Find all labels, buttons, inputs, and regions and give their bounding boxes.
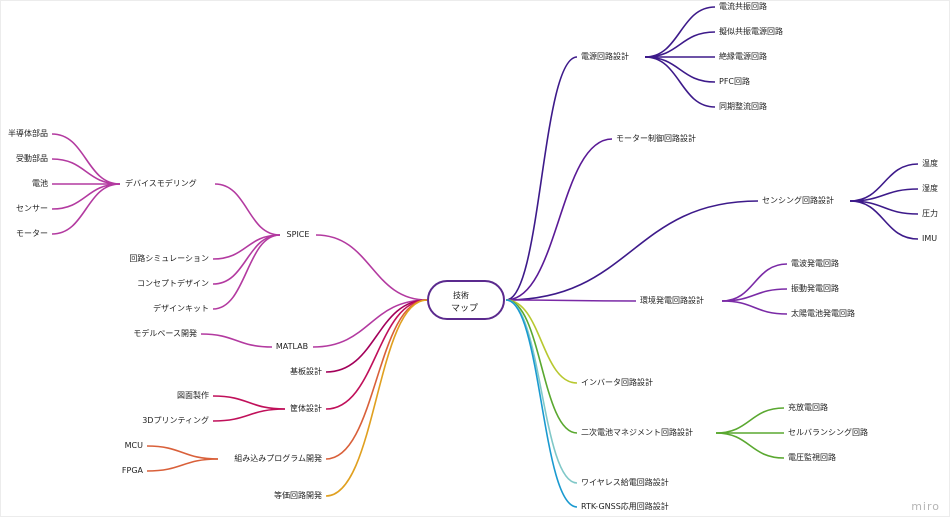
connector-device-leaf-0 [51,133,121,185]
node-circuit-simulation[interactable]: 回路シミュレーション [129,254,209,263]
connector-root-right-0 [505,56,578,301]
leaf-charge-discharge[interactable]: 充放電回路 [788,403,828,412]
connector-spice-device [214,183,281,236]
connector-embedded-child-0 [146,445,219,460]
connector-root-left-0 [315,234,428,301]
connector-spice-child-0 [212,234,281,260]
node-enclosure-design[interactable]: 筐体設計 [290,404,322,413]
node-fpga[interactable]: FPGA [121,466,143,475]
leaf-battery[interactable]: 電池 [32,179,48,188]
connector-power-leaf-3 [644,56,716,83]
root-label-line1: 技術 [453,291,469,300]
connector-root-right-3 [505,299,637,302]
connector-spice-child-2 [212,234,281,310]
connector-embedded-child-1 [146,458,219,472]
node-motor-control[interactable]: モーター制御回路設計 [616,134,696,143]
connector-root-right-4 [505,299,578,384]
leaf-imu[interactable]: IMU [922,234,938,243]
leaf-humidity[interactable]: 湿度 [922,184,938,193]
leaf-motor[interactable]: モーター [16,229,48,238]
leaf-semiconductor[interactable]: 半導体部品 [8,129,48,138]
leaf-quasi-resonance[interactable]: 擬似共振電源回路 [719,27,783,36]
connector-harvest-leaf-2 [721,300,788,315]
leaf-temperature[interactable]: 温度 [922,159,938,168]
connector-root-right-2 [505,200,759,301]
leaf-pfc[interactable]: PFC回路 [719,77,751,86]
leaf-sync-rectifier[interactable]: 同期整流回路 [719,102,767,111]
node-sensing-circuit[interactable]: センシング回路設計 [762,196,834,205]
leaf-rf-harvesting[interactable]: 電波発電回路 [791,259,839,268]
connector-device-leaf-1 [51,158,121,185]
root-label-line2: マップ [451,304,479,314]
node-design-kit[interactable]: デザインキット [153,304,209,313]
connector-root-left-3 [325,299,428,410]
connector-root-right-6 [505,299,578,484]
node-pcb-design[interactable]: 基板設計 [290,367,322,376]
connector-matlab-child [200,333,273,348]
connector-root-left-2 [325,299,428,373]
connector-spice-child-1 [212,234,281,285]
node-3d-printing[interactable]: 3Dプリンティング [142,416,209,425]
connector-bms-leaf-0 [715,407,785,434]
node-embedded-program[interactable]: 組み込みプログラム開発 [234,454,322,463]
node-concept-design[interactable]: コンセプトデザイン [137,279,209,288]
node-equivalent-circuit[interactable]: 等価回路開発 [274,491,322,500]
node-energy-harvesting[interactable]: 環境発電回路設計 [640,296,704,305]
leaf-vibration-harvesting[interactable]: 振動発電回路 [791,284,839,293]
connector-root-right-5 [505,299,578,434]
leaf-voltage-monitor[interactable]: 電圧監視回路 [788,453,836,462]
leaf-pressure[interactable]: 圧力 [922,209,938,218]
connector-power-leaf-4 [644,56,716,108]
miro-logo: miro [911,500,940,513]
node-mcu[interactable]: MCU [124,441,143,450]
connector-harvest-leaf-0 [721,263,788,302]
connector-power-leaf-1 [644,31,716,58]
node-rtk-gnss[interactable]: RTK-GNSS応用回路設計 [581,502,669,511]
leaf-current-resonance[interactable]: 電流共振回路 [719,2,767,11]
node-drawing[interactable]: 図面製作 [177,391,209,400]
connector-power-leaf-0 [644,6,716,58]
connector-bms-leaf-2 [715,432,785,459]
node-wireless-power[interactable]: ワイヤレス給電回路設計 [581,478,669,487]
node-battery-management[interactable]: 二次電池マネジメント回路設計 [581,428,693,437]
connector-device-leaf-3 [51,183,121,210]
connector-enclosure-child-1 [212,408,286,422]
connector-root-right-7 [505,299,578,508]
connector-device-leaf-4 [51,183,121,235]
leaf-cell-balancing[interactable]: セルバランシング回路 [788,428,868,437]
node-inverter[interactable]: インバータ回路設計 [581,378,653,387]
connector-sensing-leaf-3 [849,200,919,240]
connector-sensing-leaf-0 [849,163,919,202]
connector-enclosure-child-0 [212,395,286,410]
node-spice[interactable]: SPICE [286,230,310,239]
leaf-sensor[interactable]: センサー [16,204,48,213]
leaf-passive[interactable]: 受動部品 [16,154,48,163]
connector-root-right-1 [505,138,613,301]
leaf-solar-harvesting[interactable]: 太陽電池発電回路 [791,309,855,318]
connector-root-left-5 [325,299,428,497]
node-model-based-dev[interactable]: モデルベース開発 [133,329,197,338]
root-node[interactable]: 技術 マップ [427,280,505,320]
node-matlab[interactable]: MATLAB [275,342,309,351]
connector-root-left-4 [325,299,428,460]
node-device-modeling[interactable]: デバイスモデリング [125,179,197,188]
node-power-circuit[interactable]: 電源回路設計 [581,52,629,61]
connector-root-left-1 [312,299,428,348]
leaf-isolated-power[interactable]: 絶縁電源回路 [719,52,767,61]
